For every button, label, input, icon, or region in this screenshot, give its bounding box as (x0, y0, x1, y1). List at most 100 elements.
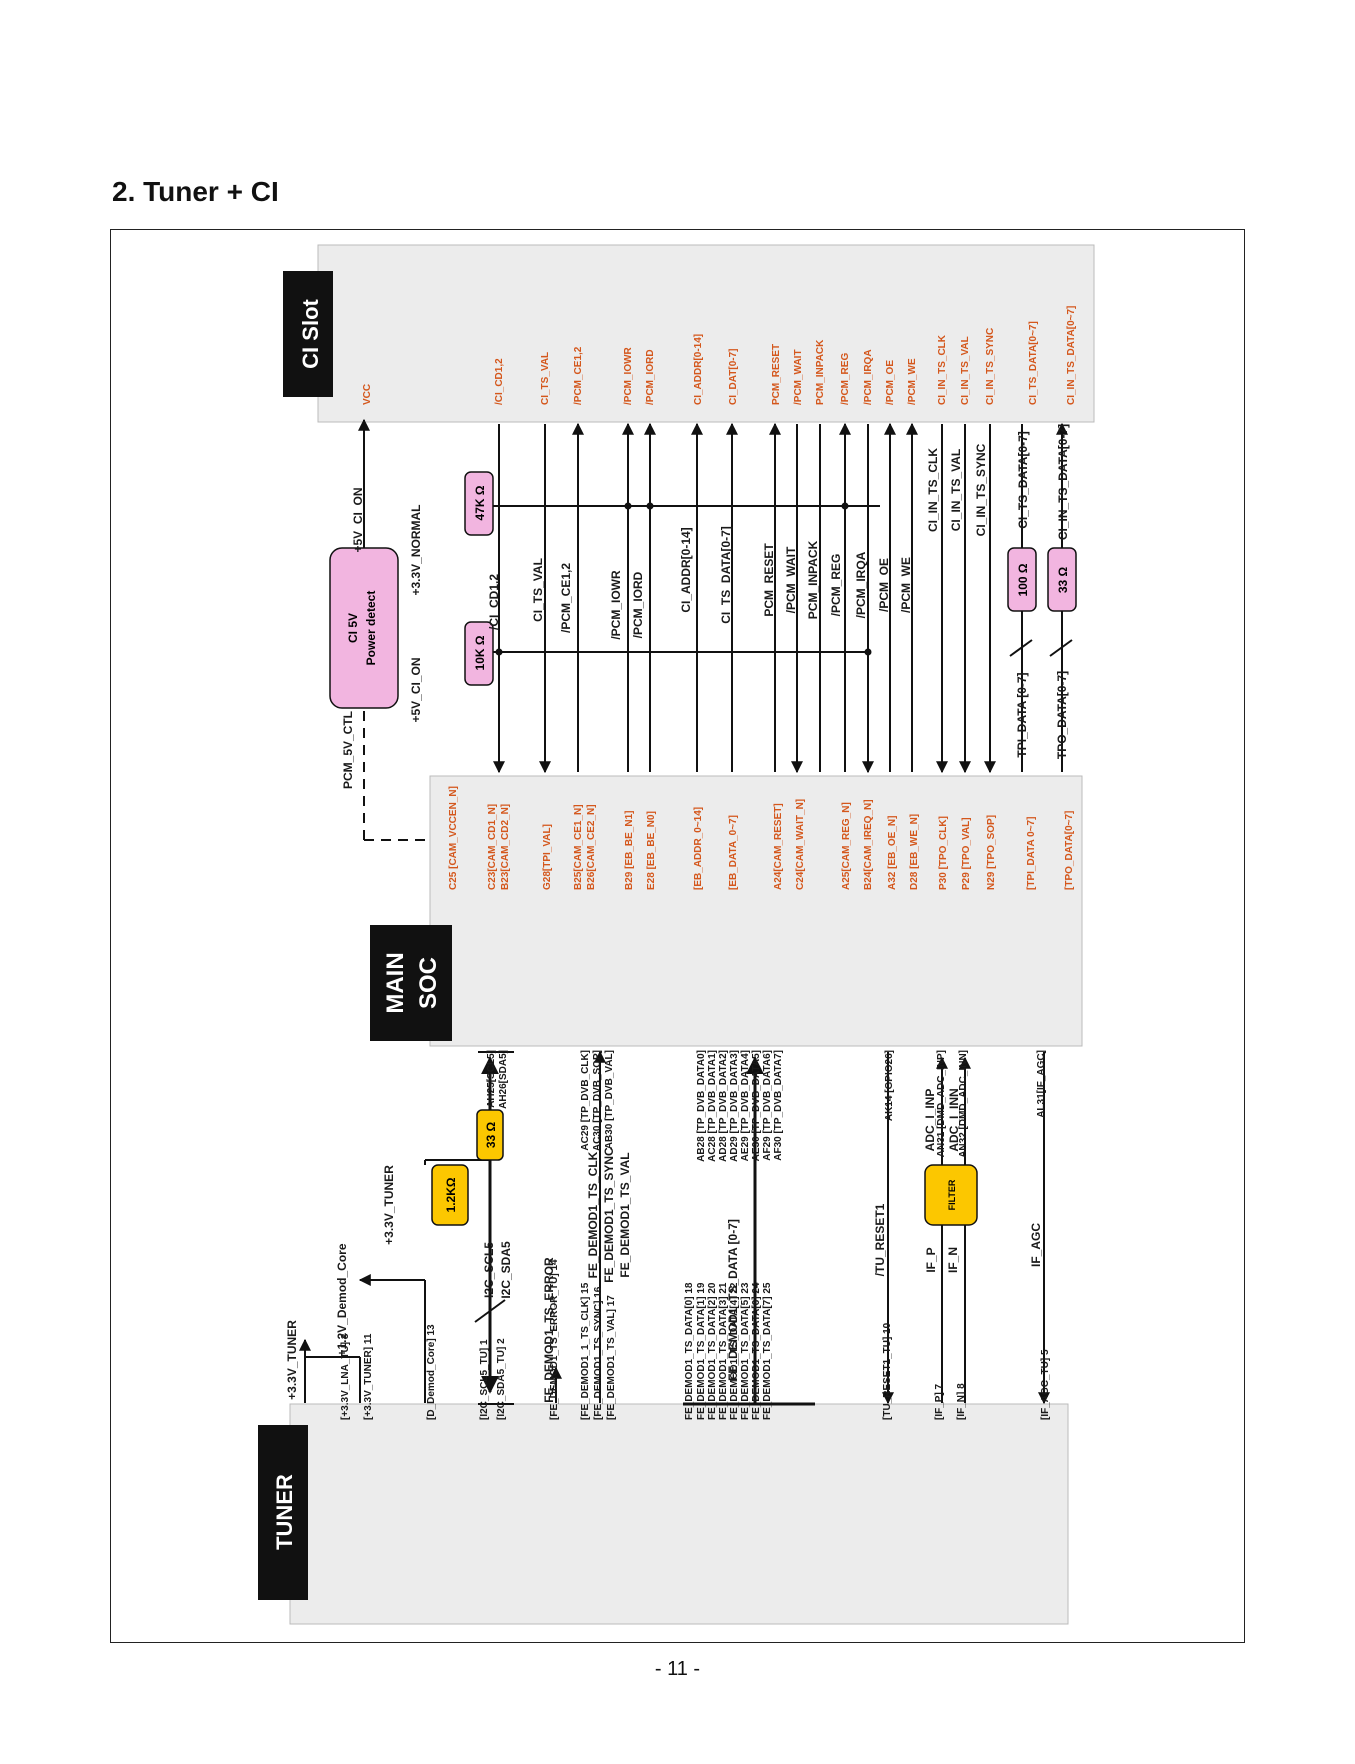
soc-top-pin-label: A24[CAM_RESET] (773, 803, 784, 890)
ci-slot-pin-label: /PCM_WE (907, 358, 918, 405)
lower-net-label: /TU_RESET1 (873, 1203, 887, 1276)
upper-net-label: CI_IN_TS_DATA[0-7] (1056, 424, 1070, 540)
soc-top-pin-label: B25[CAM_CE1_N] (573, 804, 584, 890)
tuner-pin-label: FE_DEMOD1_TS_DATA[2] 20 (707, 1282, 718, 1420)
lower-net-label: +3.3V_TUNER (285, 1320, 299, 1400)
soc-top-pin-label: B26[CAM_CE2_N] (586, 804, 597, 890)
soc-bottom-pin-label: AC28 [TP_DVB_DATA1] (707, 1050, 718, 1162)
soc-bottom-pin-label: AE30 [TP_DVB_DATA5] (751, 1050, 762, 1161)
filter-label: FILTER (947, 1179, 957, 1210)
ci-slot-pin-label: PCM_RESET (771, 344, 782, 405)
resistor-47k-label: 47K Ω (473, 485, 487, 520)
junction-dots (495, 502, 872, 656)
lower-net-label: ADC_I_INP (923, 1089, 937, 1152)
tuner-pin-label: [FE_DEMOD1_1_TS_CLK] 15 (580, 1282, 591, 1420)
upper-net-label: CI_TS_DATA[0-7] (1016, 431, 1030, 529)
upper-net-label: PCM_INPACK (806, 540, 820, 619)
upper-net-label: /PCM_REG (829, 554, 843, 617)
ci-slot-pin-label: VCC (362, 384, 373, 405)
lower-net-label: I2C_SCL5 (482, 1242, 496, 1298)
resistor-33-ci-label: 33 Ω (1056, 566, 1070, 593)
upper-net-label: PCM_RESET (762, 543, 776, 617)
tuner-pin-label: FE_DEMOD1_TS_DATA[4] 22 (729, 1282, 740, 1420)
soc-bottom-pin-label: AE29 [TP_DVB_DATA4] (740, 1050, 751, 1161)
soc-bottom-pin-label: AC29 [TP_DVB_CLK] (580, 1050, 591, 1151)
soc-top-pin-label: C25 [CAM_VCCEN_N] (448, 786, 459, 890)
upper-net-label: /PCM_CE1,2 (559, 563, 573, 633)
ci-slot-pin-label: CI_IN_TS_CLK (937, 334, 948, 405)
soc-bottom-pin-label: AB30 [TP_DVB_VAL] (604, 1050, 615, 1149)
resistor-100 (1007, 547, 1037, 612)
soc-bottom-pin-label: AH26[SDA5] (498, 1050, 509, 1109)
ci-slot-pin-label: PCM_INPACK (815, 339, 826, 405)
ci-slot-pin-label: /PCM_IORD (645, 349, 656, 405)
resistor-10k-label: 10K Ω (473, 635, 487, 670)
ci-slot-pin-label: /PCM_IRQA (863, 349, 874, 405)
ci-slot-pin-label: /PCM_CE1,2 (573, 346, 584, 405)
lower-net-label: +1.2V_Demod_Core (335, 1243, 349, 1356)
soc-bottom-pin-label: AF29 [TP_DVB_DATA6] (762, 1050, 773, 1161)
tuner-pin-label: [I2C_SDA5_TU] 2 (496, 1338, 507, 1420)
ci-slot-pin-label: /PCM_OE (885, 360, 896, 405)
tuner-pin-label: [FE_DEMOD1_TS_SYNC] 16 (593, 1286, 604, 1420)
lower-net-label: FE_DEMOD1_TS_CLK (586, 1151, 600, 1278)
soc-bottom-pin-label: AK14 [GPIO26] (884, 1050, 895, 1121)
resistor-1k2 (431, 1164, 469, 1226)
main-soc-panel (429, 775, 1083, 1047)
soc-bottom-pin-label: AD29 [TP_DVB_DATA3] (729, 1050, 740, 1162)
upper-net-label: /PCM_OE (877, 558, 891, 612)
upper-net-label: PCM_5V_CTL (341, 711, 355, 789)
tuner-pin-label: [+3.3V_LNA_TU] 3 (340, 1333, 351, 1420)
lower-net-label: FE_DEMOD1_TS_DATA [0-7] (726, 1219, 740, 1381)
tuner-pin-label: FE_DEMOD1_TS_DATA[0] 18 (684, 1282, 695, 1420)
power-detect-label-line1: CI 5V (346, 613, 360, 643)
upper-net-label: CI_IN_TS_CLK (926, 448, 940, 532)
upper-net-label: /PCM_IORD (631, 571, 645, 638)
filter-block (924, 1164, 978, 1226)
soc-top-pin-label: N29 [TPO_SOP] (986, 815, 997, 890)
ci-slot-pin-label: CI_IN_TS_DATA[0~7] (1066, 306, 1077, 405)
tuner-pin-label: [TU_RESET1_TU] 10 (882, 1322, 893, 1420)
upper-net-label: TPI_DATA [0-7] (1015, 672, 1029, 757)
main-soc-label-line2: SOC (415, 957, 442, 1009)
soc-top-pin-label: E28 [EB_BE_N0] (646, 811, 657, 890)
tuner-pin-label: [FE_DEMOD1_TS_VAL] 17 (606, 1295, 617, 1420)
power-detect-block (329, 547, 399, 709)
resistor-33-ci (1047, 547, 1077, 612)
upper-net-label: /PCM_IRQA (854, 551, 868, 618)
page-title: 2. Tuner + CI (112, 176, 279, 207)
tuner-pin-label: [IF_AGC_TU] 5 (1040, 1349, 1051, 1420)
tuner-pin-label: [+3.3V_TUNER] 11 (363, 1333, 374, 1420)
upper-net-label: CI_IN_TS_SYNC (974, 443, 988, 536)
soc-top-pin-label: D28 [EB_WE_N] (909, 814, 920, 890)
upper-net-label: /PCM_WE (899, 557, 913, 613)
ci-slot-pin-label: CI_TS_DATA[0~7] (1028, 321, 1039, 405)
resistor-100-label: 100 Ω (1016, 563, 1030, 596)
tuner-pin-label: [IF_N] 8 (956, 1383, 967, 1420)
ci-slot-pin-label: CI_DAT[0-7] (728, 349, 739, 405)
soc-top-pin-label: B29 [EB_BE_N1] (624, 811, 635, 890)
soc-top-pin-label: [EB_DATA_0~7] (728, 815, 739, 890)
tuner-pin-label: [IF_P] 7 (934, 1383, 945, 1420)
soc-bottom-pin-label: AF30 [TP_DVB_DATA7] (773, 1050, 784, 1161)
soc-bottom-pin-label: AD28 [TP_DVB_DATA2] (718, 1050, 729, 1162)
soc-top-pin-label: [EB_ADDR_0~14] (693, 807, 704, 890)
tuner-pin-label: [D_Demod_Core] 13 (426, 1324, 437, 1420)
tuner-pin-label: FE_DEMOD1_TS_DATA[3] 21 (718, 1282, 729, 1420)
soc-top-pin-label: B24[CAM_IREQ_N] (863, 799, 874, 890)
ci-slot-pin-label: CI_IN_TS_VAL (960, 336, 971, 405)
soc-bottom-pin-label: AL31[IF_AGC] (1036, 1050, 1047, 1118)
upper-net-label: /CI_CD1,2 (487, 574, 501, 630)
ci-slot-label: CI Slot (298, 298, 323, 368)
page-number: - 11 - (654, 1658, 701, 1680)
ci-slot-pin-label: /CI_CD1,2 (494, 358, 505, 405)
ci-slot-pin-label: CI_TS_VAL (540, 352, 551, 405)
soc-bottom-pin-label: AB28 [TP_DVB_DATA0] (696, 1050, 707, 1162)
tuner-panel (289, 1403, 1069, 1625)
ci-slot-pin-label: /PCM_WAIT (793, 349, 804, 405)
upper-net-label: +3.3V_NORMAL (409, 504, 423, 595)
tuner-pin-label: FE_DEMOD1_TS_DATA[5] 23 (740, 1282, 751, 1420)
soc-top-pin-label: C23[CAM_CD1_N] (487, 804, 498, 890)
lower-net-label: +3.3V_TUNER (382, 1165, 396, 1245)
